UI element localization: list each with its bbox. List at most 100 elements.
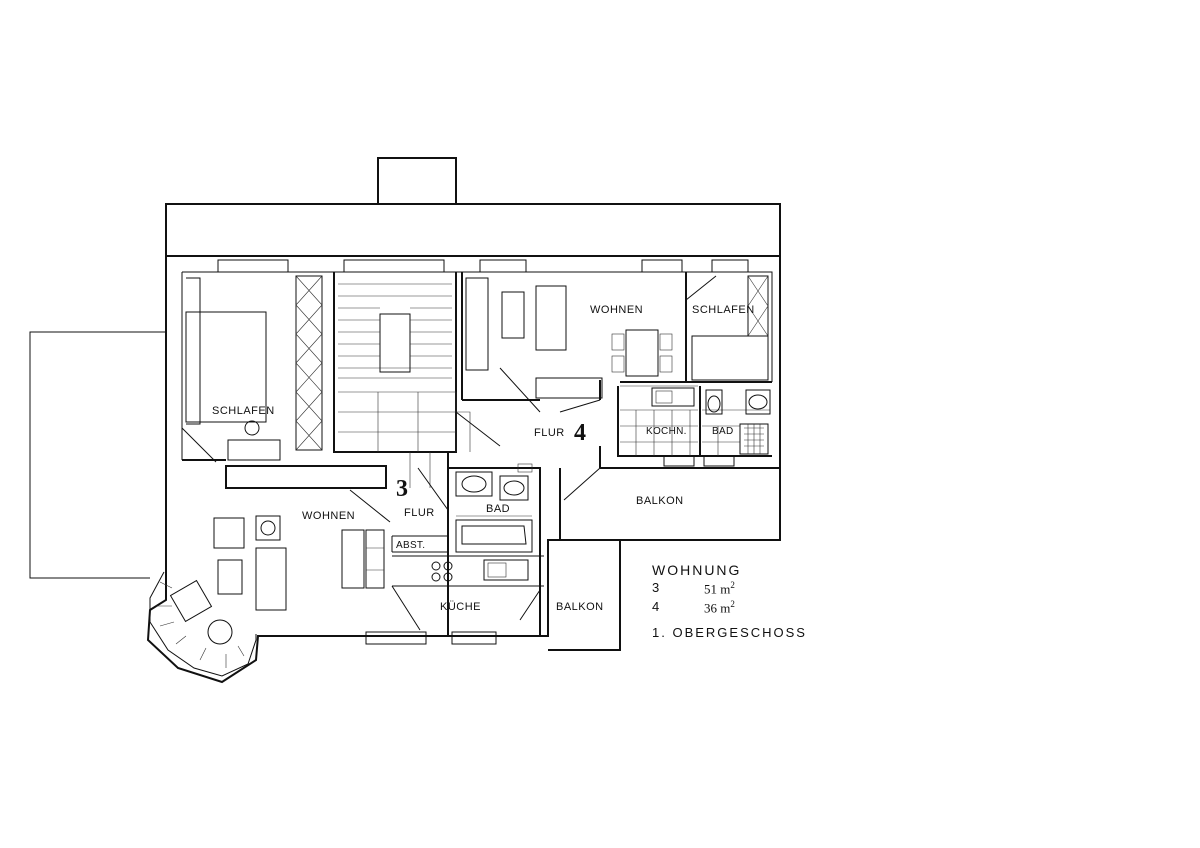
wardrobe-hatch bbox=[295, 275, 323, 451]
toilet-bowl bbox=[707, 395, 721, 413]
interior-wall bbox=[461, 272, 772, 401]
neighbour-building bbox=[29, 331, 166, 579]
sink-basin bbox=[655, 390, 673, 404]
door-swing bbox=[391, 585, 541, 631]
room-label-balkon: BALKON bbox=[636, 495, 684, 507]
kitchen-counter bbox=[392, 555, 544, 587]
room-label-kueche: KÜCHE bbox=[440, 601, 481, 613]
roof-band bbox=[165, 203, 781, 257]
legend-area: 36 m2 bbox=[704, 599, 735, 616]
door-swing bbox=[181, 427, 217, 463]
sofa bbox=[255, 547, 287, 611]
room-label-wohnen: WOHNEN bbox=[590, 304, 643, 316]
toilet bbox=[499, 475, 529, 501]
legend-area-exponent: 2 bbox=[730, 580, 735, 590]
chair-divider bbox=[366, 547, 384, 571]
door-swing bbox=[499, 367, 601, 413]
cistern bbox=[517, 463, 533, 473]
dining-table bbox=[341, 529, 365, 589]
chair bbox=[611, 333, 625, 351]
bed-headboard bbox=[186, 277, 201, 425]
landing-grid bbox=[338, 391, 457, 452]
landing-lines bbox=[409, 411, 471, 488]
window bbox=[451, 631, 497, 645]
area-legend: WOHNUNG 3 51 m2 4 36 m2 1. OBERGESCHOSS bbox=[652, 562, 852, 640]
door-swing bbox=[349, 411, 501, 523]
legend-area-exponent: 2 bbox=[730, 599, 735, 610]
side-table bbox=[501, 291, 525, 339]
tv-cabinet bbox=[535, 377, 603, 399]
legend-title: WOHNUNG bbox=[652, 562, 742, 578]
washbasin bbox=[745, 389, 771, 415]
legend-area-unit: m bbox=[720, 581, 731, 597]
legend-area-value: 36 bbox=[704, 600, 717, 616]
bed bbox=[185, 311, 267, 423]
door-swing bbox=[685, 275, 717, 301]
dining-table bbox=[625, 329, 659, 377]
legend-unit: 3 bbox=[652, 580, 660, 595]
unit-number-4: 4 bbox=[574, 420, 586, 446]
chair bbox=[659, 355, 673, 373]
bathtub-inner bbox=[461, 525, 527, 545]
toilet bbox=[705, 389, 723, 415]
chair bbox=[659, 333, 673, 351]
unit-number-3: 3 bbox=[396, 476, 408, 502]
side-table bbox=[255, 515, 281, 541]
washbasin-bowl bbox=[461, 475, 487, 493]
kitchen-sink bbox=[483, 559, 529, 581]
interior-wall bbox=[182, 459, 387, 489]
kitchen-tiles bbox=[620, 385, 698, 456]
round-table bbox=[207, 619, 233, 645]
armchair bbox=[213, 517, 245, 549]
bath-tiles bbox=[702, 409, 770, 456]
wardrobe bbox=[295, 275, 323, 451]
window bbox=[641, 259, 683, 273]
legend-row: 3 51 m2 bbox=[652, 580, 852, 597]
armchair bbox=[169, 579, 213, 623]
balcony-lower bbox=[548, 539, 621, 651]
legend-area: 51 m2 bbox=[704, 580, 735, 597]
room-label-flur: FLUR bbox=[534, 427, 565, 439]
room-label-kochnische: KOCHN. bbox=[646, 426, 687, 437]
shelf bbox=[465, 277, 489, 371]
legend-area-value: 51 bbox=[704, 581, 717, 597]
lamp-icon bbox=[260, 520, 276, 536]
room-label-schlafen: SCHLAFEN bbox=[212, 405, 275, 417]
room-label-abstellraum: ABST. bbox=[396, 540, 425, 551]
legend-unit: 4 bbox=[652, 599, 660, 615]
bed bbox=[691, 335, 769, 381]
sink-basin bbox=[487, 562, 507, 578]
bay-window-mullions bbox=[156, 581, 245, 668]
room-label-balkon: BALKON bbox=[556, 601, 604, 613]
bath-walls bbox=[447, 452, 541, 636]
legend-row: 4 36 m2 bbox=[652, 599, 852, 616]
stair-steps bbox=[338, 283, 452, 379]
dining-chairs bbox=[365, 529, 385, 589]
stove-burner-icon bbox=[431, 561, 441, 571]
room-label-schlafen: SCHLAFEN bbox=[692, 304, 755, 316]
stair-walls bbox=[333, 272, 457, 453]
window bbox=[711, 259, 749, 273]
wardrobe-hatch bbox=[747, 275, 769, 337]
stove-burner-icon bbox=[443, 572, 453, 582]
bay-window bbox=[149, 571, 257, 677]
room-label-bad: BAD bbox=[486, 503, 510, 515]
window bbox=[703, 455, 735, 467]
cabinet bbox=[227, 439, 281, 461]
stove-burner-icon bbox=[431, 572, 441, 582]
window bbox=[479, 259, 527, 273]
lamp-icon bbox=[244, 420, 260, 436]
room-label-bad: BAD bbox=[712, 426, 733, 437]
window bbox=[365, 631, 427, 645]
room-label-wohnen: WOHNEN bbox=[302, 510, 355, 522]
kitchen-sink bbox=[651, 387, 695, 407]
floor-label: 1. OBERGESCHOSS bbox=[652, 624, 807, 640]
shower-grid bbox=[744, 424, 764, 454]
chimney bbox=[377, 157, 457, 205]
washbasin bbox=[455, 471, 493, 497]
toilet-bowl bbox=[503, 480, 525, 496]
chair bbox=[611, 355, 625, 373]
window bbox=[217, 259, 289, 273]
stair-well bbox=[379, 313, 411, 373]
